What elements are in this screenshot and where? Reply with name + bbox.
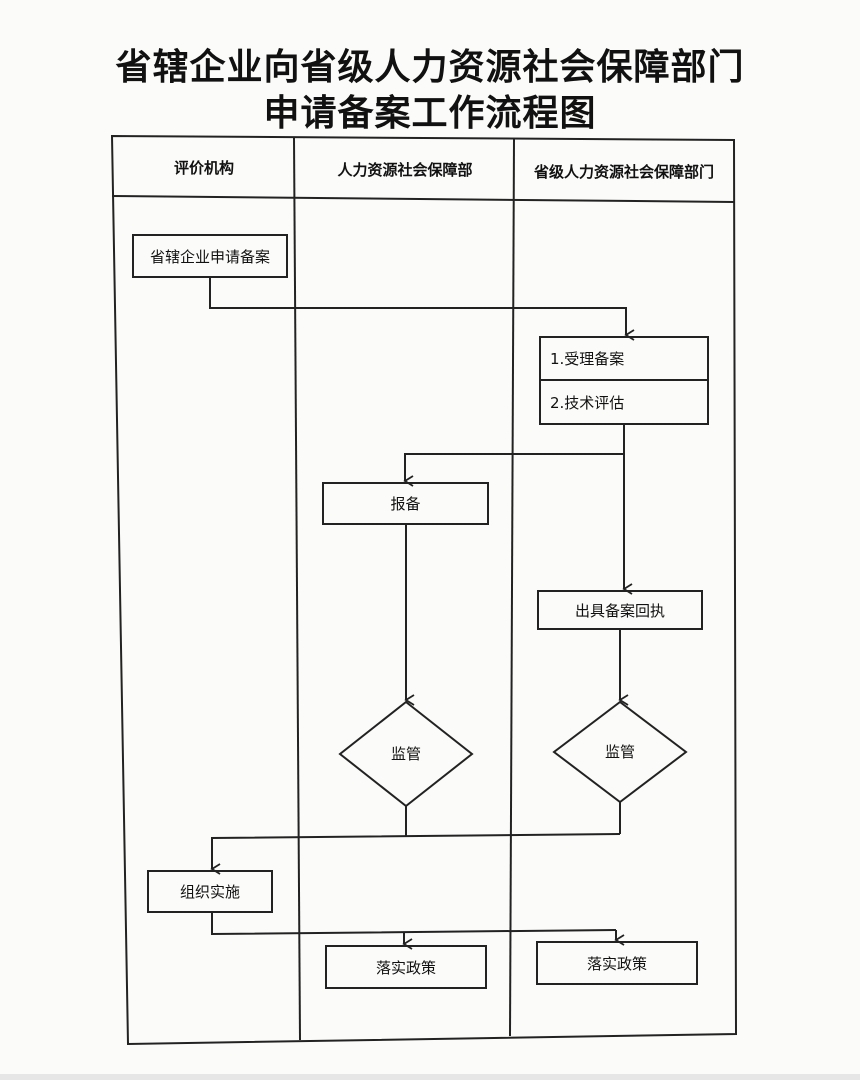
flowchart-title-line-1: 省辖企业向省级人力资源社会保障部门 bbox=[115, 47, 745, 88]
lane-header-ministry: 人力资源社会保障部 bbox=[337, 161, 473, 179]
outer-border bbox=[110, 134, 738, 1046]
organize-box bbox=[147, 870, 273, 913]
header-divider bbox=[111, 195, 735, 203]
connector-merge-to-organize bbox=[210, 833, 621, 875]
node-implement-right: 落实政策 bbox=[586, 954, 647, 973]
lane-header-provincial-dept: 省级人力资源社会保障部门 bbox=[533, 163, 714, 181]
connector-to-report bbox=[403, 453, 624, 487]
lane-divider-2 bbox=[509, 138, 515, 1037]
flowchart-title-line-2: 申请备案工作流程图 bbox=[263, 93, 597, 134]
connector-organize-to-implement bbox=[211, 912, 617, 936]
node-apply: 省辖企业申请备案 bbox=[149, 247, 270, 266]
swimlane-grid bbox=[110, 134, 738, 1046]
node-implement-mid: 落实政策 bbox=[375, 958, 436, 977]
node-supervise-right: 监管 bbox=[604, 743, 635, 761]
node-accept: 1.受理备案 bbox=[550, 350, 625, 368]
lane-header-evaluation-org: 评价机构 bbox=[173, 159, 234, 177]
bottom-strip bbox=[0, 1074, 860, 1080]
node-report: 报备 bbox=[390, 495, 421, 513]
node-supervise-mid: 监管 bbox=[390, 745, 421, 763]
node-evaluate: 2.技术评估 bbox=[550, 393, 625, 412]
node-receipt: 出具备案回执 bbox=[574, 601, 665, 620]
node-organize: 组织实施 bbox=[179, 883, 240, 901]
lane-divider-1 bbox=[293, 137, 301, 1041]
connector-apply-to-accept bbox=[209, 277, 635, 341]
